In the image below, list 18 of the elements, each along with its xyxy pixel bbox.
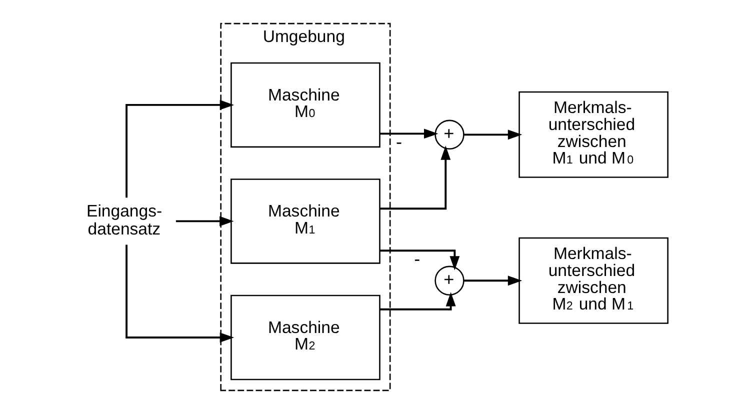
arrow [380, 128, 438, 139]
arrow [380, 146, 451, 210]
node-box: Maschine M1 [230, 178, 380, 264]
arrow [126, 100, 234, 198]
arrow [176, 216, 234, 226]
node-box: Merkmals- unterschied zwischen M1 und M0 [518, 91, 668, 178]
arrow [464, 276, 522, 286]
edge-label: - [396, 132, 402, 152]
arrow [126, 244, 234, 342]
node-circle: + [434, 266, 464, 296]
arrow [380, 292, 456, 310]
node-box: Maschine M0 [230, 62, 380, 148]
node-text: Eingangs- datensatz [86, 202, 162, 239]
edge-label: - [414, 249, 420, 270]
node-circle: + [434, 120, 464, 150]
arrow [380, 250, 460, 270]
arrow [464, 130, 522, 140]
node-box: Maschine M2 [230, 294, 380, 380]
